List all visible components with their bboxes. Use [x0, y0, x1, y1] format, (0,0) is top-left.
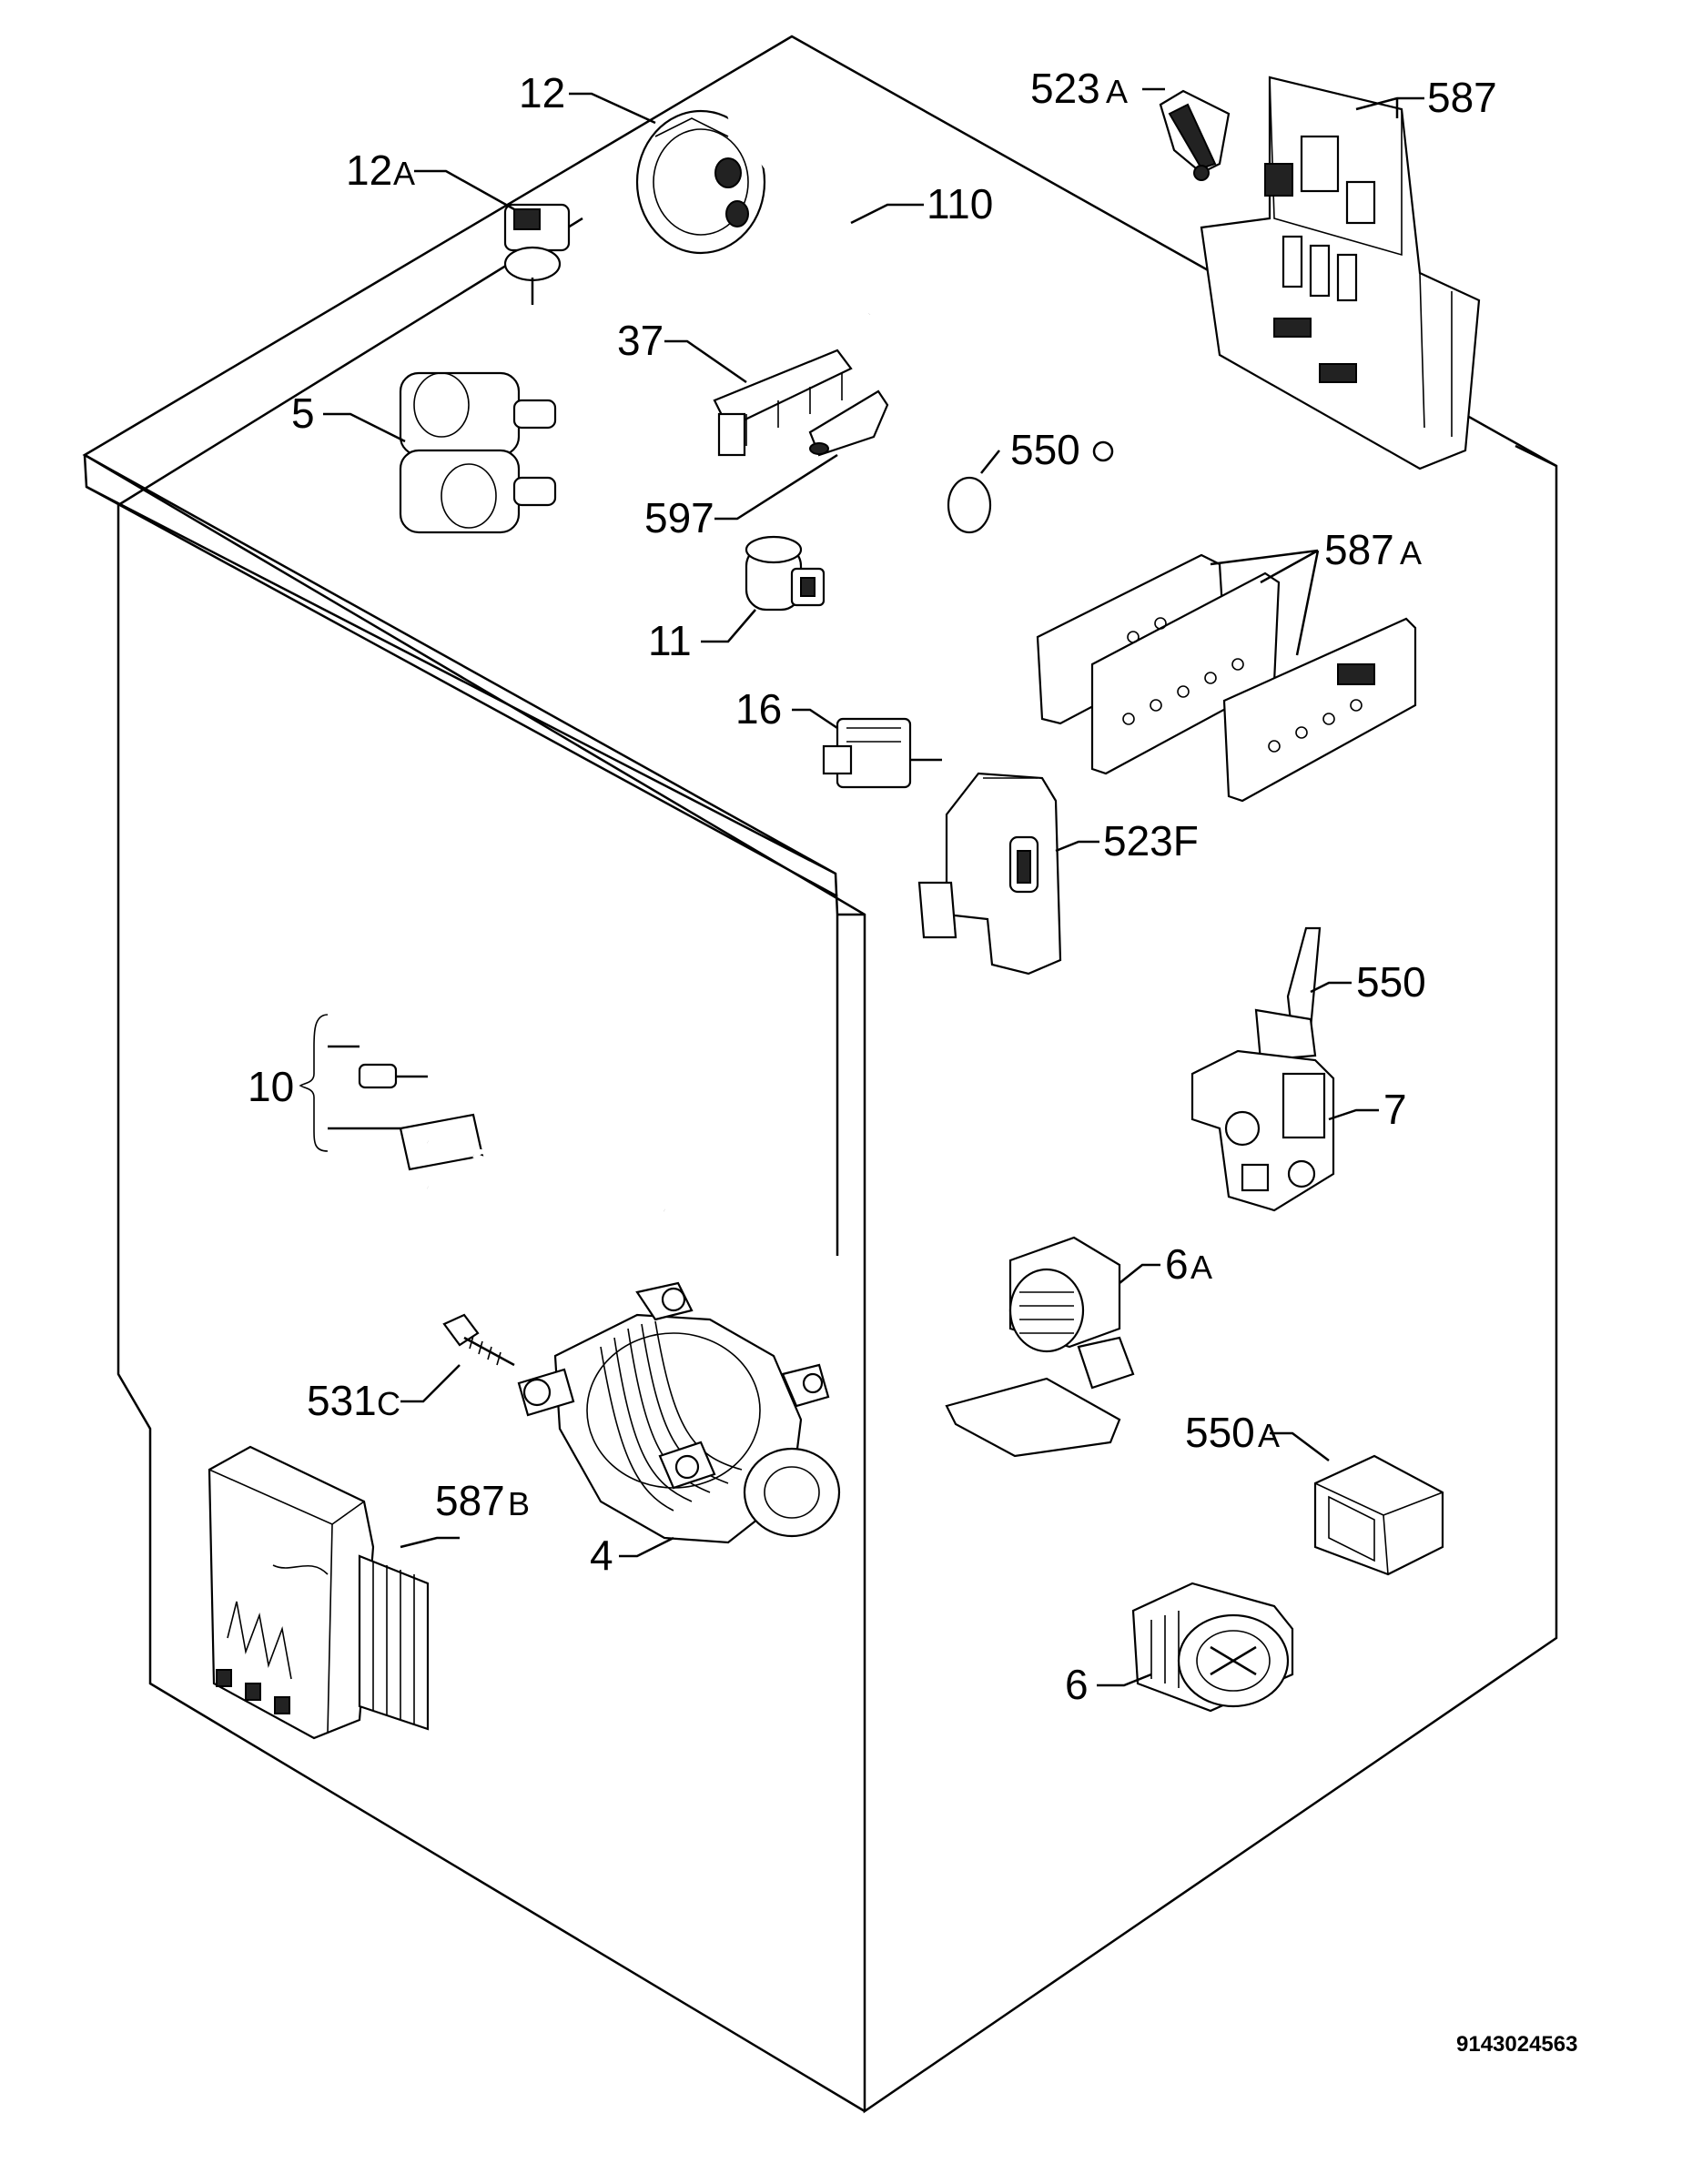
part-5-inlet-valve: [399, 371, 557, 534]
part-110-hose: [727, 106, 873, 315]
label-531c: 531: [307, 1377, 377, 1424]
part-7-door-interlock: [1190, 1049, 1335, 1212]
label-6a: 6: [1165, 1240, 1189, 1288]
part-597-clip: [808, 389, 889, 457]
part-550-o-ring: [947, 476, 992, 534]
label-12a: 12: [346, 147, 392, 194]
label-6: 6: [1065, 1661, 1089, 1708]
part-587a-display-boards: [1036, 553, 1417, 803]
cabinet-outline: [82, 35, 1558, 2114]
label-10: 10: [248, 1063, 294, 1110]
part-37-connector-strip: [713, 349, 853, 457]
part-550a-cover: [1313, 1454, 1444, 1576]
label-37: 37: [617, 317, 664, 364]
label-5: 5: [291, 389, 315, 437]
part-523a-door-switch: [1159, 89, 1231, 181]
label-550: 550: [1356, 958, 1426, 1006]
label-550-o: 550: [1010, 426, 1080, 473]
label-587a-suffix: A: [1400, 534, 1422, 571]
label-523a-suffix: A: [1106, 73, 1128, 110]
label-7: 7: [1383, 1086, 1407, 1133]
label-16: 16: [735, 685, 782, 733]
part-10-heating-element: [299, 1014, 687, 1231]
label-11: 11: [648, 617, 692, 664]
label-587a: 587: [1324, 526, 1394, 573]
label-587b: 587: [435, 1477, 505, 1524]
part-16-selector: [822, 717, 942, 789]
label-587: 587: [1427, 74, 1497, 121]
part-4-motor: [517, 1281, 841, 1544]
leader-lines: [323, 87, 1424, 1687]
label-12a-suffix: A: [393, 155, 415, 192]
label-531c-suffix: C: [377, 1385, 400, 1422]
part-523f-door-lock-housing: [917, 772, 1062, 976]
o-ring-symbol: [1092, 440, 1114, 462]
part-6-pump: [1131, 1582, 1294, 1713]
label-597: 597: [644, 494, 714, 541]
part-11-capacitor: [745, 535, 826, 612]
part-12-pressure-switch: [635, 109, 766, 255]
part-6a-drain-pump: [945, 1236, 1135, 1458]
label-523a: 523: [1030, 65, 1100, 112]
label-587b-suffix: B: [508, 1485, 530, 1522]
label-4: 4: [590, 1532, 613, 1579]
label-550a: 550: [1185, 1409, 1255, 1456]
label-6a-suffix: A: [1190, 1249, 1212, 1286]
part-550-door-lever: [1254, 926, 1322, 1062]
label-523f: 523F: [1103, 817, 1199, 864]
label-12: 12: [519, 69, 565, 116]
document-number: 9143024563: [1456, 2032, 1577, 2057]
part-12a-level-switch: [503, 203, 571, 305]
label-110: 110: [927, 180, 993, 228]
part-531c-bolt: [442, 1313, 515, 1367]
part-587-main-board: [1200, 76, 1481, 470]
callout-labels: 12 12 A 110 523 A 587 37 5 550 597 587 A…: [248, 65, 1497, 1708]
label-550a-suffix: A: [1258, 1417, 1280, 1454]
part-587b-power-module: [208, 1445, 430, 1740]
